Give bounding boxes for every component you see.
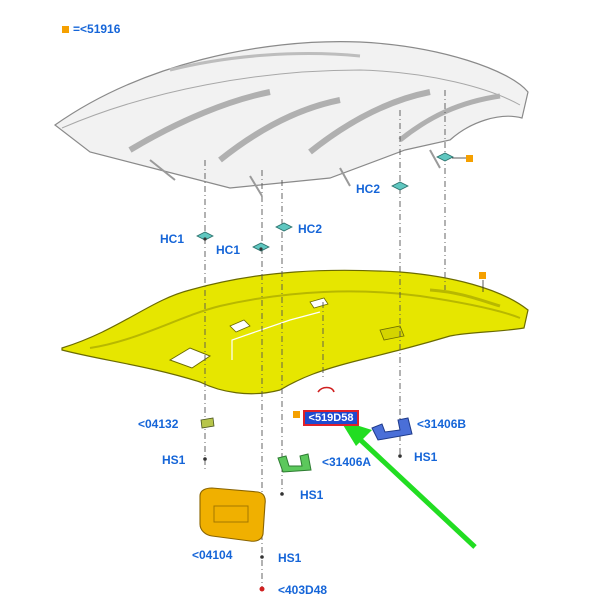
orange-square-marker bbox=[293, 155, 486, 418]
callout-04132: <04132 bbox=[138, 417, 179, 431]
legend-marker-icon bbox=[62, 26, 69, 34]
callout-hc1-left: HC1 bbox=[160, 232, 185, 246]
clip-icon bbox=[196, 152, 454, 252]
fastener-dots bbox=[203, 237, 402, 559]
red-fastener bbox=[259, 586, 265, 592]
roof-panel bbox=[53, 41, 529, 197]
callout-hc2-center: HC2 bbox=[298, 222, 323, 236]
callout-403d48: <403D48 bbox=[278, 583, 328, 597]
legend: =<51916 bbox=[62, 22, 120, 36]
highlighted-part-ref[interactable]: <519D58 bbox=[303, 410, 359, 426]
green-grab-handle bbox=[277, 453, 312, 473]
headliner-panel bbox=[61, 269, 529, 395]
blue-grab-handle bbox=[371, 417, 413, 441]
callout-31406a: <31406A bbox=[322, 455, 372, 469]
legend-part-ref: <51916 bbox=[80, 22, 121, 36]
bracket-04132 bbox=[200, 417, 215, 429]
callout-hs1-center: HS1 bbox=[300, 488, 324, 502]
callout-hc2-upper: HC2 bbox=[356, 182, 381, 196]
callout-04104: <04104 bbox=[192, 548, 233, 562]
callout-hc1-center: HC1 bbox=[216, 243, 241, 257]
callout-31406b: <31406B bbox=[417, 417, 467, 431]
green-pointer-arrow bbox=[340, 420, 477, 549]
red-clip bbox=[317, 386, 335, 393]
callout-hs1-bottom: HS1 bbox=[278, 551, 302, 565]
assembly-lines bbox=[204, 90, 446, 590]
sun-visor bbox=[199, 487, 266, 542]
callout-hs1-left: HS1 bbox=[162, 453, 186, 467]
legend-separator: = bbox=[73, 22, 81, 36]
callout-hs1-right: HS1 bbox=[414, 450, 438, 464]
